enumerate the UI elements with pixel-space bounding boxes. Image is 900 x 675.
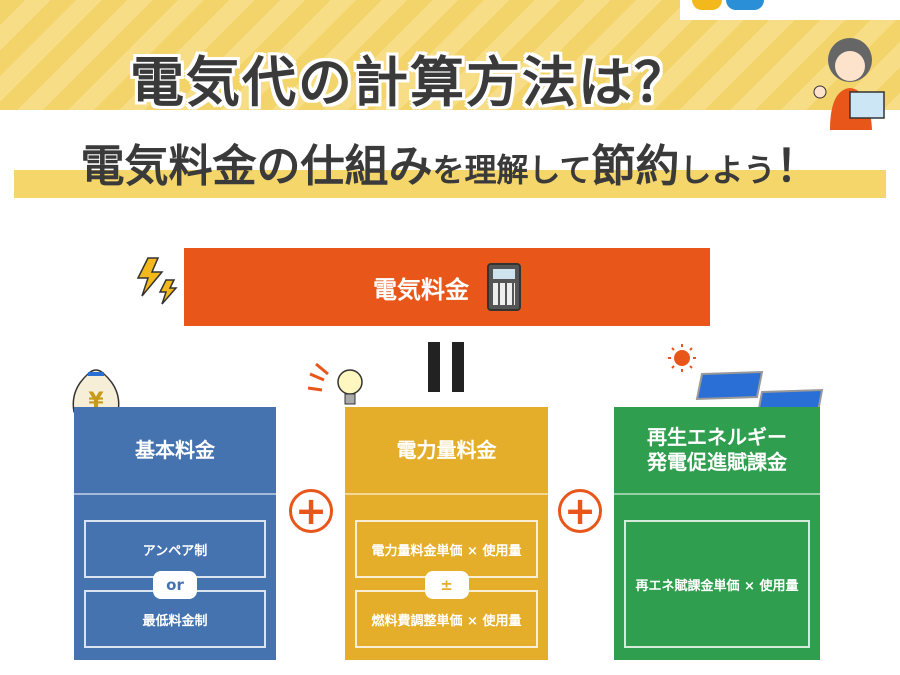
page-title: 電気代の計算方法は？ [130, 51, 690, 114]
equals-icon [452, 342, 464, 392]
column-title: 基本料金 [74, 407, 276, 495]
plus-minus-connector: ± [424, 571, 469, 599]
or-connector: or [153, 571, 197, 599]
equals-icon [428, 342, 440, 392]
page-subtitle: 電気料金の仕組みを理解して節約しよう！ [80, 141, 820, 192]
plus-icon: + [289, 489, 333, 533]
site-logo[interactable] [680, 0, 900, 20]
column-title: 電力量料金 [345, 407, 548, 495]
light-bulb-icon [307, 362, 363, 405]
renewable-surcharge-column: 再生エネルギー発電促進賦課金 再エネ賦課金単価 × 使用量 [614, 407, 820, 660]
renewable-unit-price-box: 再エネ賦課金単価 × 使用量 [624, 520, 810, 648]
energy-unit-price-box: 電力量料金単価 × 使用量 [355, 520, 538, 578]
plus-icon: + [558, 489, 602, 533]
basic-charge-column: 基本料金 アンペア制 最低料金制 or [74, 407, 276, 660]
lightning-icon [136, 257, 178, 305]
ampere-system-box: アンペア制 [84, 520, 266, 578]
electricity-bill-box: 電気料金 [184, 248, 710, 326]
column-title: 再生エネルギー発電促進賦課金 [614, 407, 820, 495]
energy-charge-column: 電力量料金 電力量料金単価 × 使用量 燃料費調整単価 × 使用量 ± [345, 407, 548, 660]
highlight-bar [14, 170, 886, 198]
calculator-icon [487, 263, 521, 311]
woman-reading-illustration [813, 38, 885, 130]
